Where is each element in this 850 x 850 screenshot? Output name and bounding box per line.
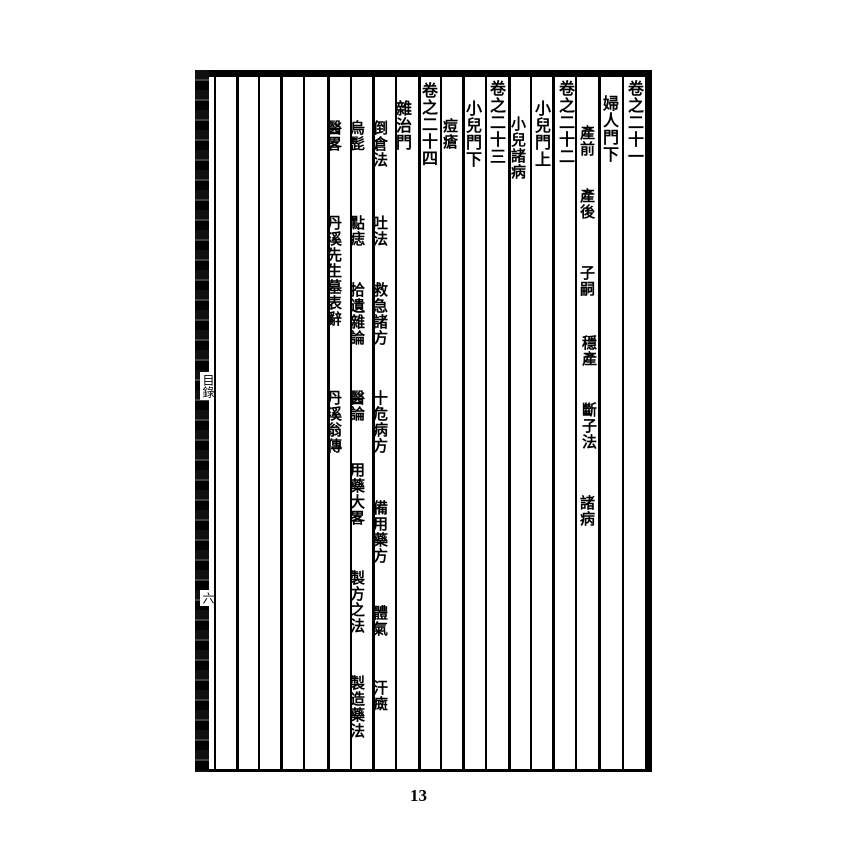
entry: 諸病 <box>578 495 596 527</box>
volume-21-heading: 卷之二十一 <box>625 80 644 165</box>
column-rule <box>214 70 216 772</box>
edge-label-mulu: 目錄 <box>200 372 217 400</box>
volume-22-heading: 卷之二十二 <box>556 80 575 165</box>
column-rule <box>598 70 601 772</box>
column-rule <box>327 70 330 772</box>
column-rule <box>280 70 283 772</box>
column-rule <box>485 70 487 772</box>
column-rule <box>236 70 239 772</box>
column-rule <box>575 70 577 772</box>
column-rule <box>303 70 305 772</box>
entry: 痘瘡 <box>441 118 459 150</box>
column-rule <box>530 70 532 772</box>
entry: 丹溪先生墓表辭 <box>325 215 343 327</box>
section-misc-treatment: 雜治門 <box>393 100 412 151</box>
column-rule <box>372 70 375 772</box>
entry: 烏髭 <box>348 120 366 152</box>
entry: 產後 <box>578 188 596 220</box>
column-rule <box>258 70 260 772</box>
section-women-2: 婦人門下 <box>600 95 619 163</box>
section-children-2: 小兒門下 <box>463 100 482 168</box>
entry: 十危病方 <box>371 390 389 454</box>
volume-24-heading: 卷之二十四 <box>419 82 438 167</box>
entry: 備用藥方 <box>371 500 389 564</box>
column-rule <box>508 70 511 772</box>
entry: 汗癍 <box>371 680 389 712</box>
column-rule <box>552 70 555 772</box>
page-edge-strip <box>195 70 209 772</box>
column-rule <box>440 70 442 772</box>
entry: 製方之法 <box>348 570 366 634</box>
entry: 救急諸方 <box>371 282 389 346</box>
entry: 用藥大畧 <box>348 462 366 526</box>
column-rule <box>462 70 465 772</box>
edge-label-folio: 六 <box>200 590 217 606</box>
section-children-1: 小兒門上 <box>532 100 551 168</box>
column-rule <box>622 70 624 772</box>
entry: 吐法 <box>371 215 389 247</box>
volume-23-heading: 卷之二十三 <box>487 80 506 165</box>
entry: 倒倉法 <box>371 120 389 168</box>
column-rule <box>418 70 421 772</box>
entry: 醫論 <box>348 390 366 422</box>
page-frame <box>195 70 652 772</box>
entry: 穩產 <box>580 335 598 367</box>
entry: 子嗣 <box>578 265 596 297</box>
page-number: 13 <box>410 786 427 805</box>
entry: 醫畧 <box>325 120 343 152</box>
entry: 小兒諸病 <box>509 116 527 180</box>
entry: 丹溪翁傳 <box>325 390 343 454</box>
column-rule <box>395 70 397 772</box>
entry: 體氣 <box>371 605 389 637</box>
entry: 點痣 <box>348 215 366 247</box>
entry: 拾遺雜論 <box>348 282 366 346</box>
column-rule <box>350 70 352 772</box>
entry: 製造藥法 <box>348 675 366 739</box>
entry: 斷子法 <box>580 402 598 450</box>
entry: 產前 <box>578 125 596 157</box>
